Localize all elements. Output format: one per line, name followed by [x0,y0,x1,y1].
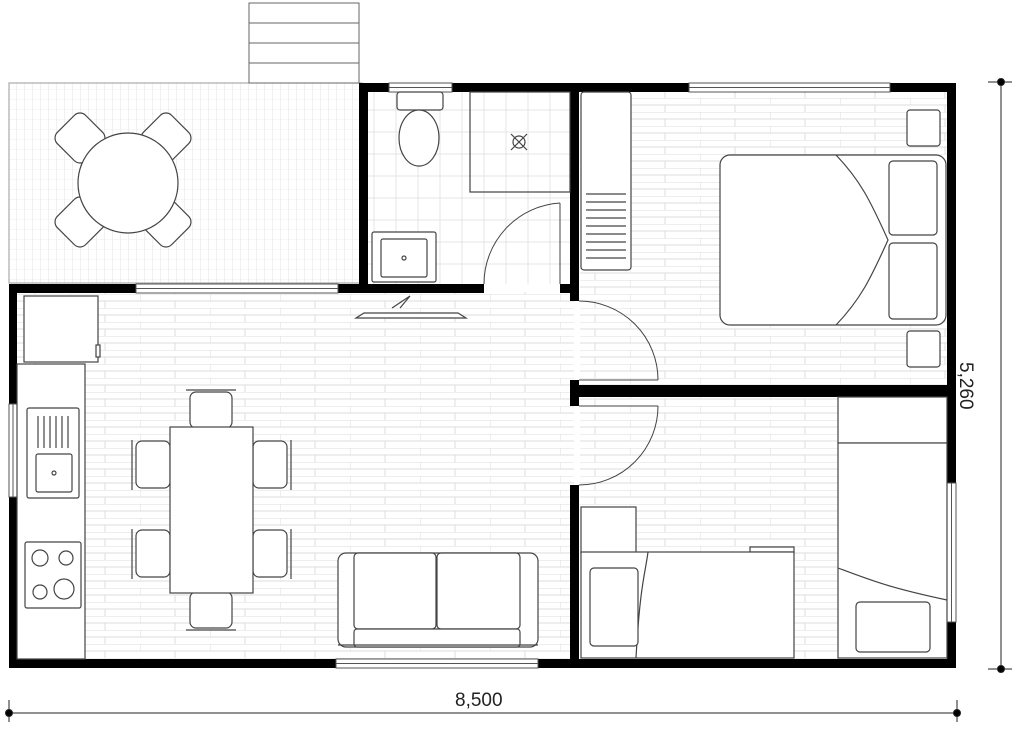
wardrobe [837,396,948,444]
table-icon [169,426,254,594]
desk [580,506,637,554]
deck-floor [8,82,363,284]
bedroom1-furniture [580,91,947,368]
bed-icon [719,154,947,326]
door-icon [483,202,659,486]
sink-icon [26,407,80,499]
shower-drain-icon [510,133,528,151]
sofa-icon [337,552,539,648]
width-dimension-label: 8,500 [455,690,503,711]
fridge [23,295,99,363]
shelf [749,546,795,553]
bedroom2-furniture [580,396,948,659]
bathroom-fixtures [371,91,571,283]
windows [8,82,957,669]
kitchen [16,295,101,660]
tv-icon [353,295,469,319]
dining-set [131,389,292,631]
sink-icon [371,231,437,283]
bed-icon [580,551,795,659]
radiator [586,193,626,259]
toilet-icon [396,91,444,167]
shower-area [469,91,571,193]
bed-icon [837,442,948,659]
height-dimension-label: 5,260 [955,362,976,410]
nightstand [906,330,941,368]
stairs-icon [248,2,360,84]
dimension-lines [5,78,1012,722]
stove-icon [24,541,82,609]
walls [9,83,956,668]
deck-table-set [54,112,192,248]
wardrobe [580,91,632,271]
nightstand [906,109,941,147]
table-icon [77,132,179,234]
